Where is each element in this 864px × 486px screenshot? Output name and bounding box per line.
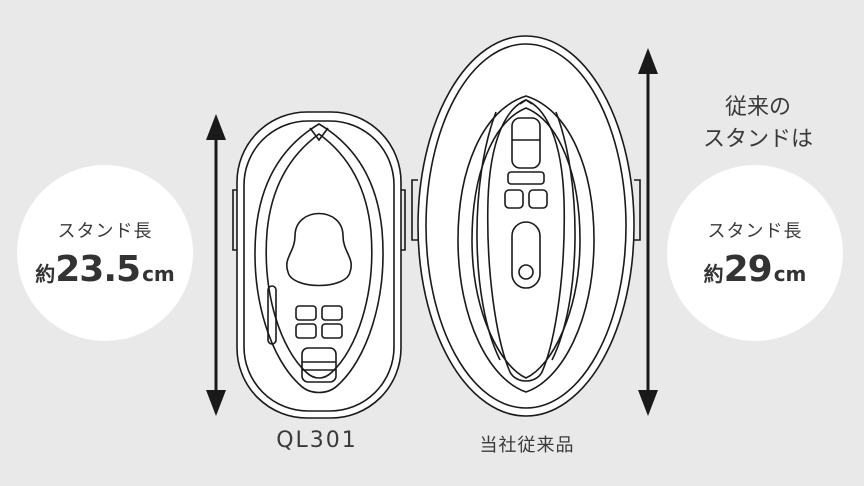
ql301-stand-drawing bbox=[232, 111, 406, 419]
old-stand-heading-line2: スタンドは bbox=[702, 127, 813, 152]
left-badge-title: スタンド長 bbox=[57, 220, 153, 242]
left-badge-unit: cm bbox=[142, 261, 175, 286]
right-dimension-arrow bbox=[638, 48, 658, 416]
right-badge-prefix: 約 bbox=[703, 261, 724, 286]
old-stand-heading: 従来の スタンドは bbox=[688, 92, 828, 156]
right-badge-title: スタンド長 bbox=[707, 220, 803, 242]
left-dimension-arrow bbox=[206, 114, 226, 416]
left-badge-value: 23.5 bbox=[55, 248, 141, 290]
left-badge-prefix: 約 bbox=[35, 261, 56, 286]
old-stand-drawing bbox=[411, 35, 641, 417]
right-badge-unit: cm bbox=[773, 261, 807, 286]
old-stand-heading-line1: 従来の bbox=[724, 95, 791, 120]
new-model-caption: QL301 bbox=[276, 428, 358, 453]
old-model-caption: 当社従来品 bbox=[479, 435, 575, 456]
right-badge-value: 29 bbox=[723, 248, 773, 290]
